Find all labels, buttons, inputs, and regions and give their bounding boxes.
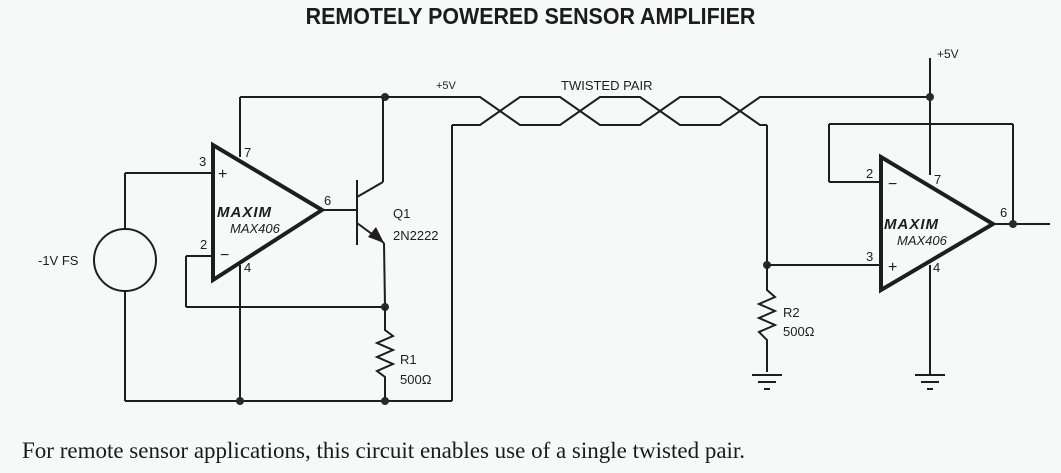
left-pin-2: 2 bbox=[200, 237, 207, 252]
q1-part: 2N2222 bbox=[393, 228, 439, 243]
ground-symbol-r2 bbox=[752, 374, 782, 390]
left-plus-sign: + bbox=[218, 166, 227, 183]
voltage-source bbox=[93, 172, 213, 401]
right-plus-sign: + bbox=[888, 259, 897, 276]
right-opamp bbox=[879, 153, 997, 294]
r2-value: 500Ω bbox=[783, 324, 815, 339]
left-pin-3: 3 bbox=[199, 154, 206, 169]
right-pin-6: 6 bbox=[1000, 205, 1007, 220]
r1-value: 500Ω bbox=[400, 372, 432, 387]
left-part-number: MAX406 bbox=[230, 221, 281, 236]
left-opamp bbox=[211, 141, 326, 284]
resistor-r1 bbox=[374, 307, 396, 401]
diagram-title: REMOTELY POWERED SENSOR AMPLIFIER bbox=[305, 3, 756, 29]
supply-left-label: +5V bbox=[436, 80, 457, 92]
right-pin-7: 7 bbox=[934, 172, 941, 187]
twisted-pair bbox=[452, 96, 930, 126]
twisted-pair-label: TWISTED PAIR bbox=[561, 78, 652, 93]
right-pin-3: 3 bbox=[866, 249, 873, 264]
figure-caption: For remote sensor applications, this cir… bbox=[22, 438, 746, 463]
right-maxim-logo: MAXIM bbox=[884, 216, 939, 233]
r1-ref: R1 bbox=[400, 352, 417, 367]
left-pin-7: 7 bbox=[244, 145, 251, 160]
resistor-r2 bbox=[756, 265, 778, 372]
left-pin-6: 6 bbox=[324, 193, 331, 208]
left-minus-sign: − bbox=[220, 247, 229, 264]
r2-ref: R2 bbox=[783, 305, 800, 320]
left-maxim-logo: MAXIM bbox=[217, 204, 272, 221]
ground-symbol-amp bbox=[915, 374, 945, 390]
source-label: -1V FS bbox=[38, 253, 79, 268]
right-pin-2: 2 bbox=[866, 166, 873, 181]
transistor-q1 bbox=[356, 97, 386, 308]
right-minus-sign: − bbox=[888, 176, 897, 193]
left-pin-4: 4 bbox=[244, 260, 251, 275]
q1-ref: Q1 bbox=[393, 206, 410, 221]
right-pin-4: 4 bbox=[933, 260, 940, 275]
supply-right-label: +5V bbox=[937, 47, 959, 61]
right-part-number: MAX406 bbox=[897, 233, 948, 248]
